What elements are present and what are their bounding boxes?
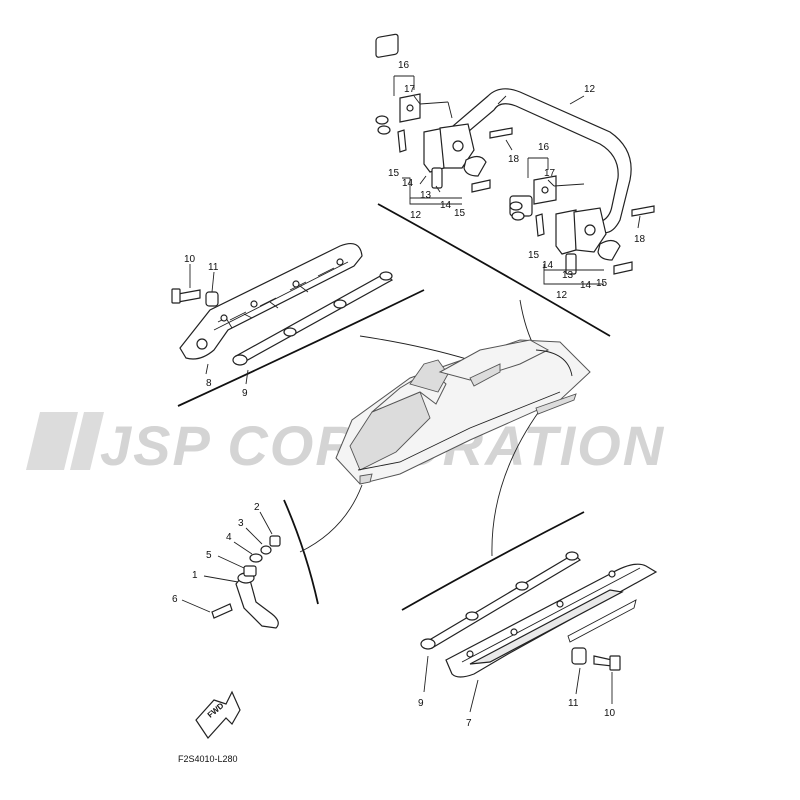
collar-lower	[565, 253, 577, 275]
spacer-lower	[597, 239, 621, 261]
callout-15: 15	[528, 250, 540, 261]
callout-13: 13	[562, 270, 574, 281]
collar-11-lower	[571, 647, 587, 665]
callout-12: 12	[556, 290, 568, 301]
callout-17: 17	[404, 84, 416, 95]
washer-5	[243, 565, 257, 577]
callout-16: 16	[398, 60, 410, 71]
callout-14: 14	[440, 200, 452, 211]
callout-2: 2	[254, 502, 260, 513]
callout-14: 14	[580, 280, 592, 291]
fwd-arrow-badge: FWD	[195, 690, 241, 739]
callout-11: 11	[568, 698, 579, 709]
callout-12: 12	[410, 210, 422, 221]
cleat-1	[235, 573, 279, 629]
callout-3: 3	[238, 518, 244, 529]
callout-15: 15	[388, 168, 400, 179]
bolt-10-lower	[593, 655, 613, 667]
frame-left-upper	[177, 289, 425, 407]
callout-12: 12	[584, 84, 596, 95]
bolt-18-upper	[489, 127, 513, 139]
side-plate-lower	[555, 209, 577, 255]
leader-to-hull-bow	[299, 484, 363, 553]
callout-18: 18	[634, 234, 646, 245]
nut-2	[269, 535, 281, 547]
callout-13: 13	[420, 190, 432, 201]
callout-15: 15	[596, 278, 608, 289]
collar-upper	[431, 167, 443, 189]
bolt-15-lower	[613, 261, 633, 275]
frame-bottom-right	[401, 511, 585, 611]
bolt-18-lower	[631, 205, 655, 217]
diagram-code: F2S4010-L280	[178, 754, 238, 764]
bolt-10-upper	[177, 289, 201, 303]
callout-7: 7	[466, 718, 472, 729]
bolt-6	[211, 603, 233, 619]
callout-14: 14	[542, 260, 554, 271]
callout-8: 8	[206, 378, 212, 389]
callout-11: 11	[208, 262, 219, 273]
leader-to-hull-side	[491, 409, 541, 557]
bracket-cap-upper	[375, 33, 399, 58]
pin-15-upper	[397, 129, 407, 153]
frame-left-lower	[283, 499, 319, 605]
bolt-15-upper	[471, 179, 491, 193]
spacer-upper	[463, 155, 487, 177]
callout-18: 18	[508, 154, 520, 165]
grab-handle-assembly	[375, 33, 655, 285]
callout-10: 10	[184, 254, 196, 265]
collar-11-upper	[205, 291, 219, 307]
callout-5: 5	[206, 550, 212, 561]
washer-3	[260, 545, 272, 555]
callout-6: 6	[172, 594, 178, 605]
callout-9: 9	[242, 388, 248, 399]
pin-15-lower	[535, 213, 545, 237]
callout-9: 9	[418, 698, 424, 709]
callout-1: 1	[192, 570, 198, 581]
bow-cleat-assembly	[181, 511, 281, 629]
callout-17: 17	[544, 168, 556, 179]
callout-labels: 16 17 12 18 15 14 13 14 12 15 16 17 18 1…	[172, 60, 646, 729]
grip-rail-assembly-upper	[171, 243, 394, 385]
leader-to-hull-grip	[359, 335, 471, 361]
callout-4: 4	[226, 532, 232, 543]
callout-14: 14	[402, 178, 414, 189]
grip-rail-assembly-lower	[420, 551, 658, 713]
washer-4	[249, 553, 263, 563]
callout-10: 10	[604, 708, 616, 719]
frame-top-right	[377, 203, 611, 337]
watercraft-hull	[335, 339, 591, 485]
callout-16: 16	[538, 142, 550, 153]
callout-15: 15	[454, 208, 466, 219]
